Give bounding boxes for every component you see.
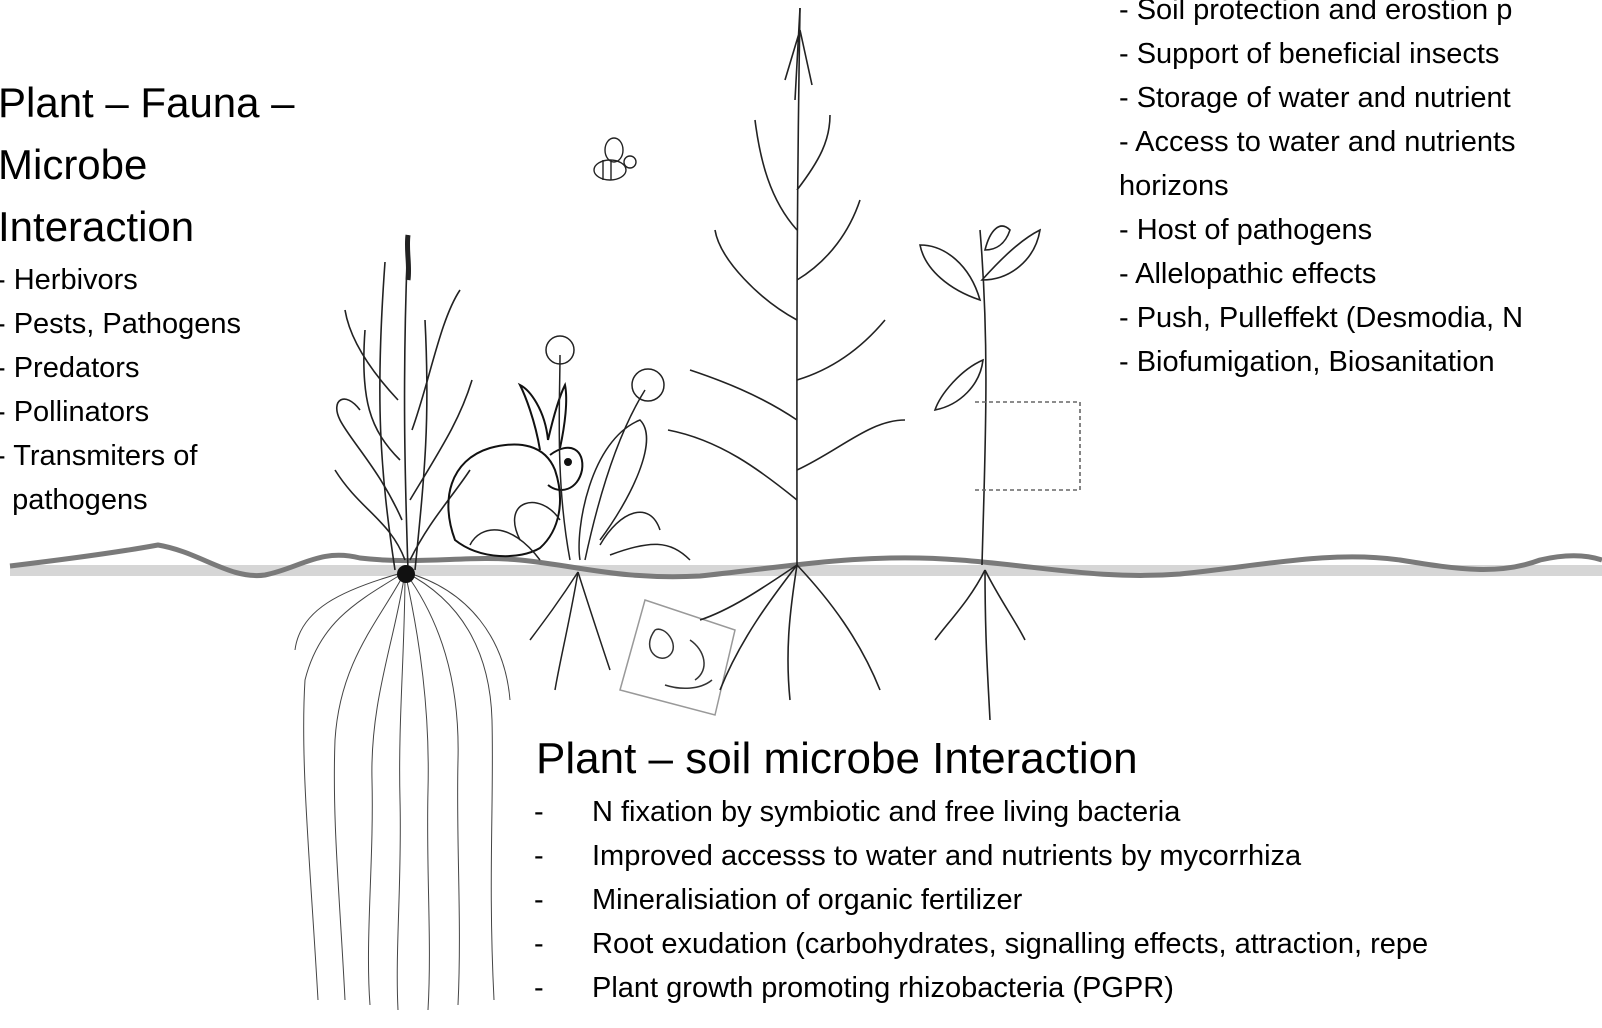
microbe-interaction-title: Plant – soil microbe Interaction	[536, 732, 1138, 786]
fauna-title-line: Microbe	[0, 134, 295, 196]
list-item: - Storage of water and nutrient	[1119, 76, 1523, 120]
list-dash: -	[534, 790, 544, 834]
list-item-text: N fixation by symbiotic and free living …	[592, 790, 1180, 834]
fauna-interaction-title: Plant – Fauna – Microbe Interaction	[0, 72, 295, 258]
legume-plant-icon	[920, 226, 1080, 720]
list-item: - Pollinators	[0, 390, 241, 434]
list-item: - Access to water and nutrients	[1119, 120, 1523, 164]
list-item-text: Mineralisiation of organic fertilizer	[592, 878, 1022, 922]
list-dash: -	[534, 966, 544, 1010]
list-item: - Allelopathic effects	[1119, 252, 1523, 296]
list-dash: -	[534, 834, 544, 878]
list-item: - Soil protection and erostion p	[1119, 0, 1523, 32]
maize-plant-icon	[668, 8, 905, 700]
list-item-text: Plant growth promoting rhizobacteria (PG…	[592, 966, 1174, 1010]
list-item: - Transmiters of	[0, 434, 241, 478]
dandelion-plant-icon	[470, 336, 690, 690]
plant-benefits-list: - Soil protection and erostion p - Suppo…	[1119, 0, 1523, 384]
fauna-interaction-list: - Herbivors - Pests, Pathogens - Predato…	[0, 258, 241, 522]
soil-microbe-icon	[620, 600, 735, 715]
list-item: pathogens	[0, 478, 241, 522]
list-item-text: Root exudation (carbohydrates, signallin…	[592, 922, 1428, 966]
list-item: horizons	[1119, 164, 1523, 208]
grass-root-system	[295, 572, 510, 1010]
list-item: - Biofumigation, Biosanitation	[1119, 340, 1523, 384]
list-dash: -	[534, 922, 544, 966]
fauna-title-line: Interaction	[0, 196, 295, 258]
list-item: - Support of beneficial insects	[1119, 32, 1523, 76]
bee-icon	[594, 138, 636, 180]
list-item: - Pests, Pathogens	[0, 302, 241, 346]
list-item-text: Improved accesss to water and nutrients …	[592, 834, 1301, 878]
list-item: - Predators	[0, 346, 241, 390]
soil-surface	[10, 545, 1602, 577]
list-item: - Push, Pulleffekt (Desmodia, N	[1119, 296, 1523, 340]
fauna-title-line: Plant – Fauna –	[0, 72, 295, 134]
list-item: - Host of pathogens	[1119, 208, 1523, 252]
grass-plant-icon	[335, 235, 472, 570]
list-item: - Herbivors	[0, 258, 241, 302]
list-dash: -	[534, 878, 544, 922]
root-crown	[397, 565, 415, 583]
